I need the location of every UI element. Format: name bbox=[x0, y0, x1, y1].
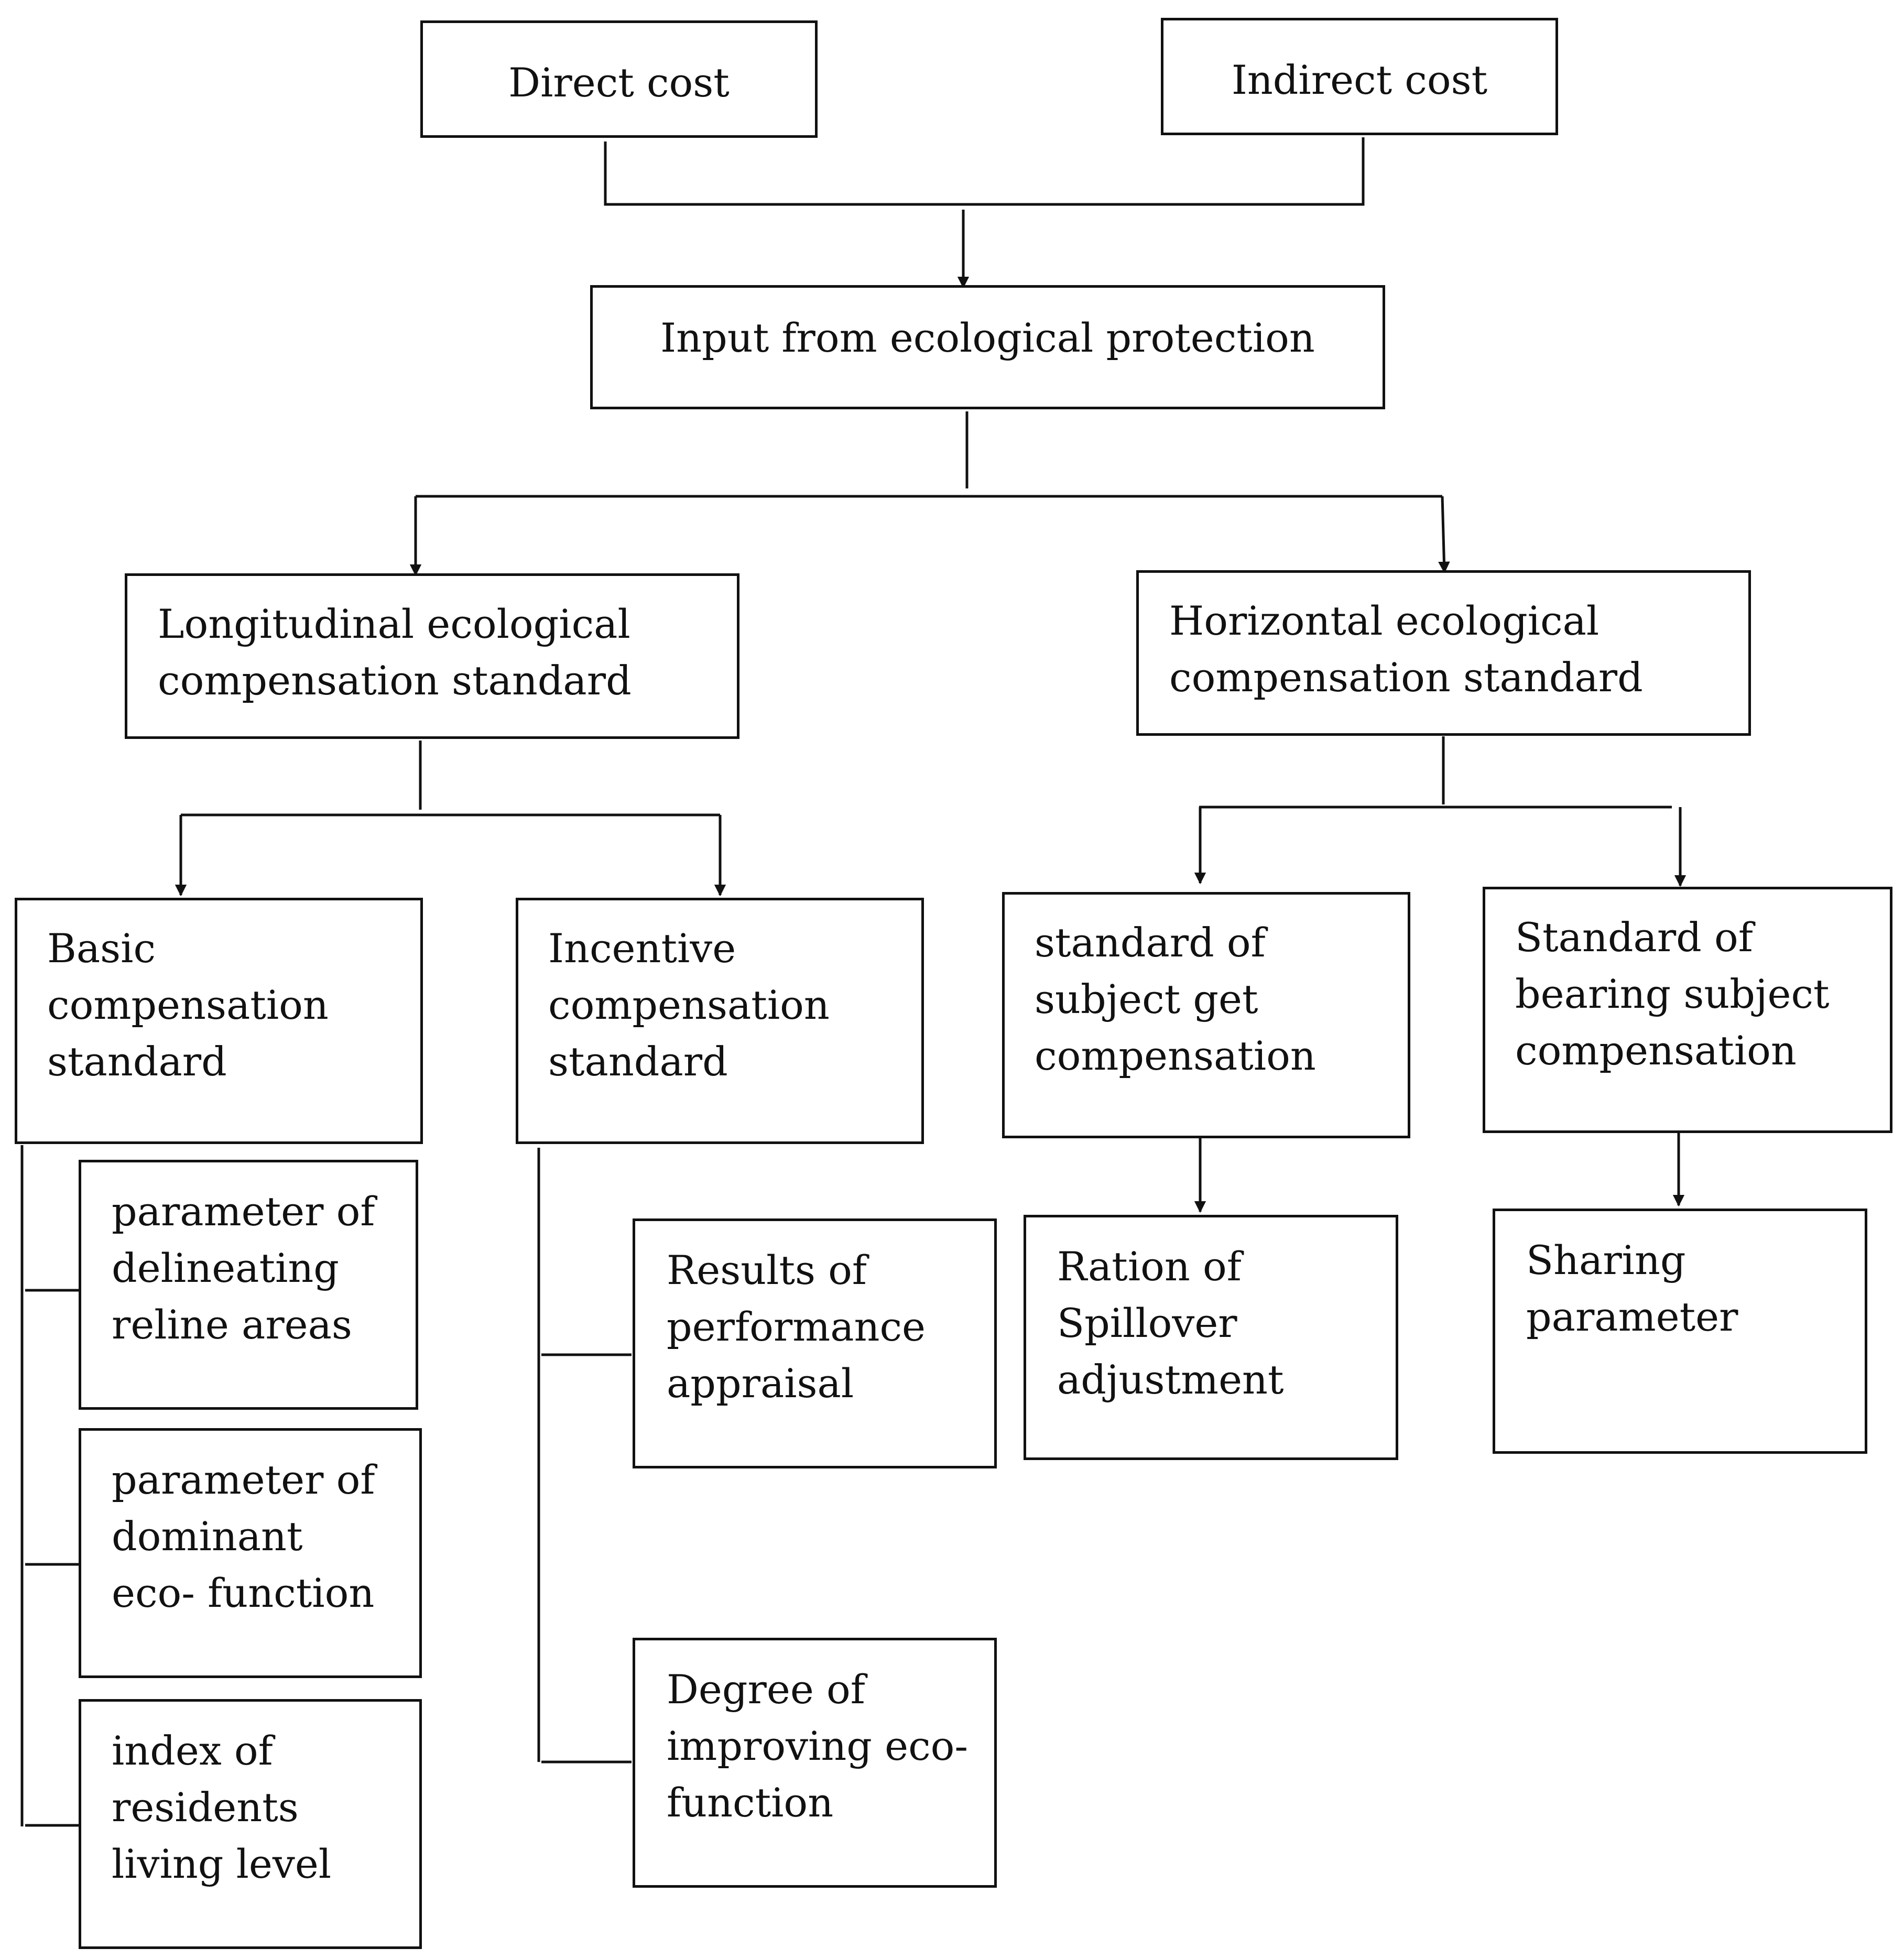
node-longitudinal: Longitudinal ecological compensation sta… bbox=[125, 573, 739, 739]
node-incentive: Incentive compensation standard bbox=[516, 898, 924, 1144]
node-delineating-label: parameter of delineating reline areas bbox=[112, 1188, 375, 1348]
node-horizontal: Horizontal ecological compensation stand… bbox=[1136, 570, 1751, 736]
node-direct-cost-label: Direct cost bbox=[508, 59, 730, 106]
node-spillover-label: Ration of Spillover adjustment bbox=[1057, 1243, 1284, 1403]
node-subject-get-label: standard of subject get compensation bbox=[1035, 919, 1316, 1079]
node-bearing-subject-label: Standard of bearing subject compensation bbox=[1515, 914, 1830, 1074]
node-direct-cost: Direct cost bbox=[420, 20, 818, 138]
node-sharing: Sharing parameter bbox=[1493, 1209, 1867, 1454]
node-input-label: Input from ecological protection bbox=[660, 314, 1315, 361]
node-residents: index of residents living level bbox=[79, 1699, 422, 1949]
node-dominant-label: parameter of dominant eco- function bbox=[112, 1456, 375, 1616]
node-dominant: parameter of dominant eco- function bbox=[79, 1428, 422, 1678]
node-indirect-cost: Indirect cost bbox=[1161, 18, 1558, 135]
arrow-to-horizontal bbox=[1438, 496, 1450, 574]
node-performance-label: Results of performance appraisal bbox=[667, 1247, 926, 1407]
node-horizontal-label: Horizontal ecological compensation stand… bbox=[1169, 597, 1643, 701]
node-performance: Results of performance appraisal bbox=[633, 1218, 997, 1468]
node-bearing-subject: Standard of bearing subject compensation bbox=[1483, 887, 1892, 1133]
node-improving: Degree of improving eco- function bbox=[633, 1638, 997, 1888]
node-incentive-label: Incentive compensation standard bbox=[548, 925, 830, 1085]
edge-costs-merge bbox=[604, 137, 1365, 206]
node-indirect-cost-label: Indirect cost bbox=[1231, 57, 1488, 103]
node-delineating: parameter of delineating reline areas bbox=[79, 1160, 418, 1410]
node-input: Input from ecological protection bbox=[590, 285, 1385, 409]
node-spillover: Ration of Spillover adjustment bbox=[1024, 1215, 1398, 1460]
node-longitudinal-label: Longitudinal ecological compensation sta… bbox=[158, 601, 632, 704]
node-subject-get: standard of subject get compensation bbox=[1002, 892, 1410, 1138]
node-basic: Basic compensation standard bbox=[15, 898, 423, 1144]
node-basic-label: Basic compensation standard bbox=[47, 925, 329, 1085]
node-sharing-label: Sharing parameter bbox=[1526, 1237, 1738, 1340]
node-residents-label: index of residents living level bbox=[112, 1727, 332, 1887]
node-improving-label: Degree of improving eco- function bbox=[667, 1666, 969, 1826]
